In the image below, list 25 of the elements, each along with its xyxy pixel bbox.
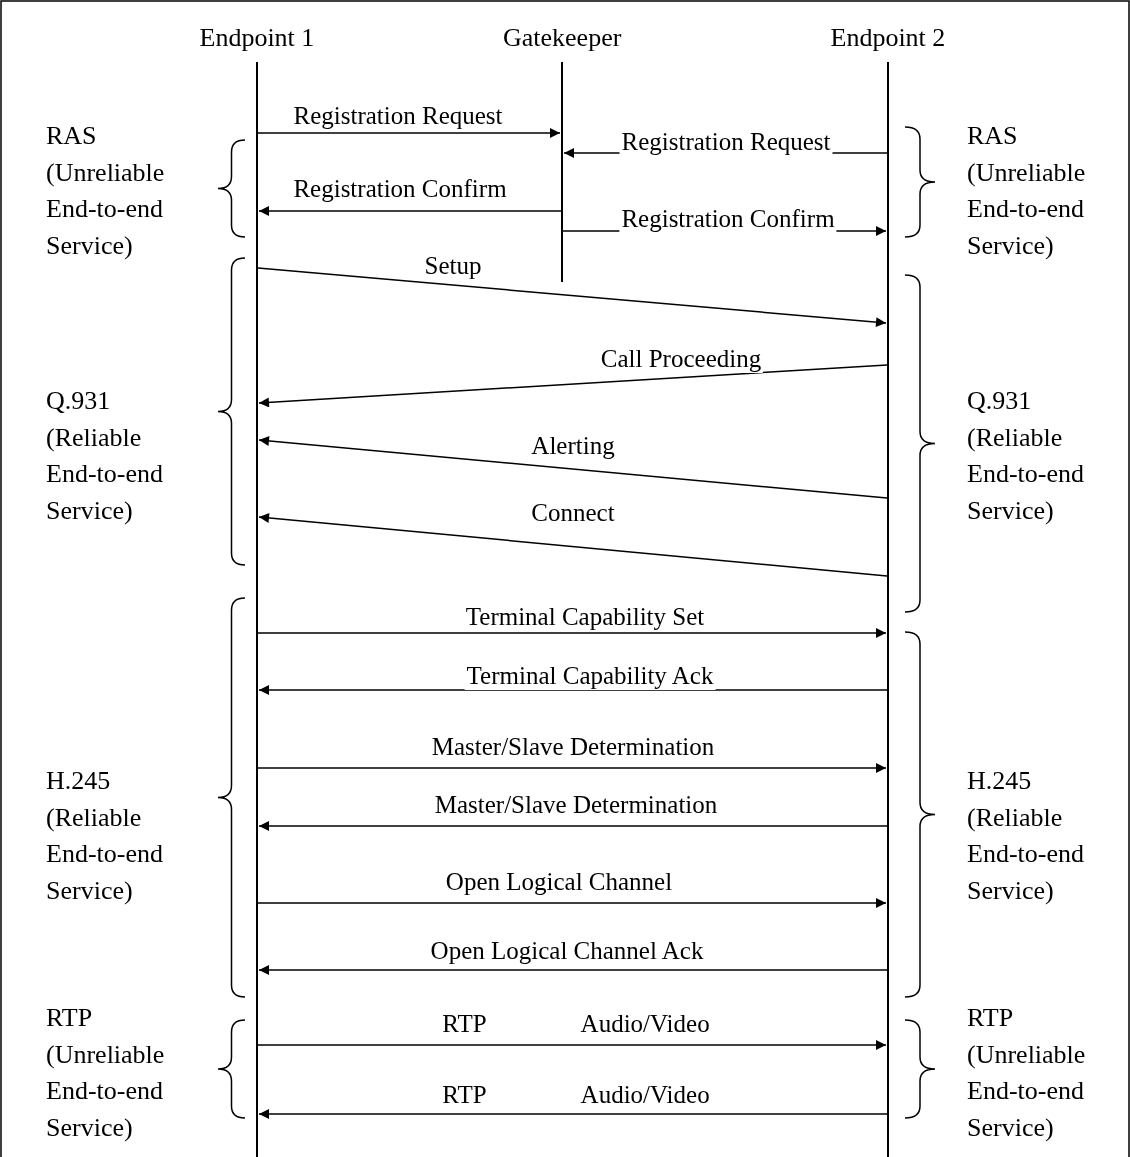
protocol-label: RAS (Unreliable End-to-end Service) xyxy=(46,120,166,262)
message-arrow xyxy=(257,628,887,638)
message-arrow xyxy=(257,128,561,138)
protocol-label: Q.931 (Reliable End-to-end Service) xyxy=(967,385,1085,527)
message-arrow xyxy=(258,206,562,216)
message-arrow xyxy=(258,965,888,975)
message-arrow xyxy=(258,821,888,831)
message-arrow xyxy=(257,763,887,773)
message-arrow xyxy=(258,512,888,577)
protocol-label: RAS (Unreliable End-to-end Service) xyxy=(967,120,1087,262)
message-arrow xyxy=(257,267,887,328)
message-arrow xyxy=(258,435,888,499)
protocol-label: RTP (Unreliable End-to-end Service) xyxy=(46,1002,166,1144)
protocol-label: RTP (Unreliable End-to-end Service) xyxy=(967,1002,1087,1144)
lifeline-heading: Endpoint 1 xyxy=(199,22,315,54)
message-arrow xyxy=(257,898,887,908)
protocol-label: Q.931 (Reliable End-to-end Service) xyxy=(46,385,164,527)
protocol-label: H.245 (Reliable End-to-end Service) xyxy=(46,765,164,907)
protocol-label: H.245 (Reliable End-to-end Service) xyxy=(967,765,1085,907)
message-arrow xyxy=(258,685,888,695)
message-arrow xyxy=(258,364,888,408)
lifeline-heading: Endpoint 2 xyxy=(830,22,946,54)
lifeline-heading: Gatekeeper xyxy=(503,22,622,54)
message-arrow xyxy=(257,1040,887,1050)
message-arrow xyxy=(258,1109,888,1119)
